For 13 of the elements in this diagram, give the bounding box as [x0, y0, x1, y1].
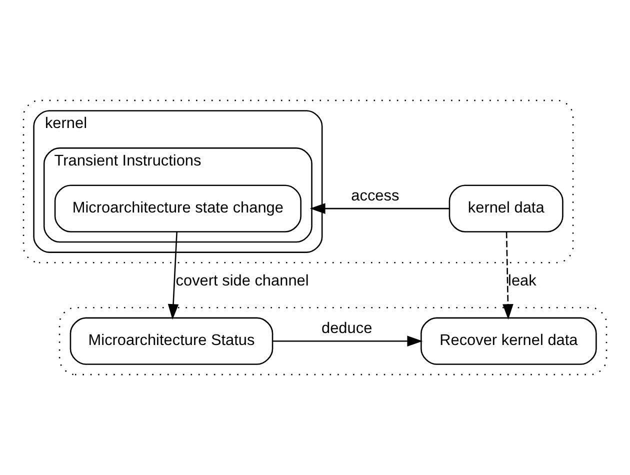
node-box: kernel data — [448, 184, 564, 232]
edge-label: access — [351, 187, 400, 204]
node-box: Microarchitecture Status — [70, 317, 274, 365]
edge-label: leak — [508, 272, 536, 290]
node-box: Recover kernel data — [420, 317, 597, 365]
edge-label: deduce — [322, 320, 372, 337]
cluster — [22, 100, 574, 264]
arrow — [502, 232, 514, 320]
node-box: Microarchitecture state change — [54, 184, 302, 232]
cluster — [58, 307, 608, 376]
arrow — [310, 203, 450, 214]
arrow — [272, 336, 423, 346]
edge-label: covert side channel — [176, 272, 309, 290]
